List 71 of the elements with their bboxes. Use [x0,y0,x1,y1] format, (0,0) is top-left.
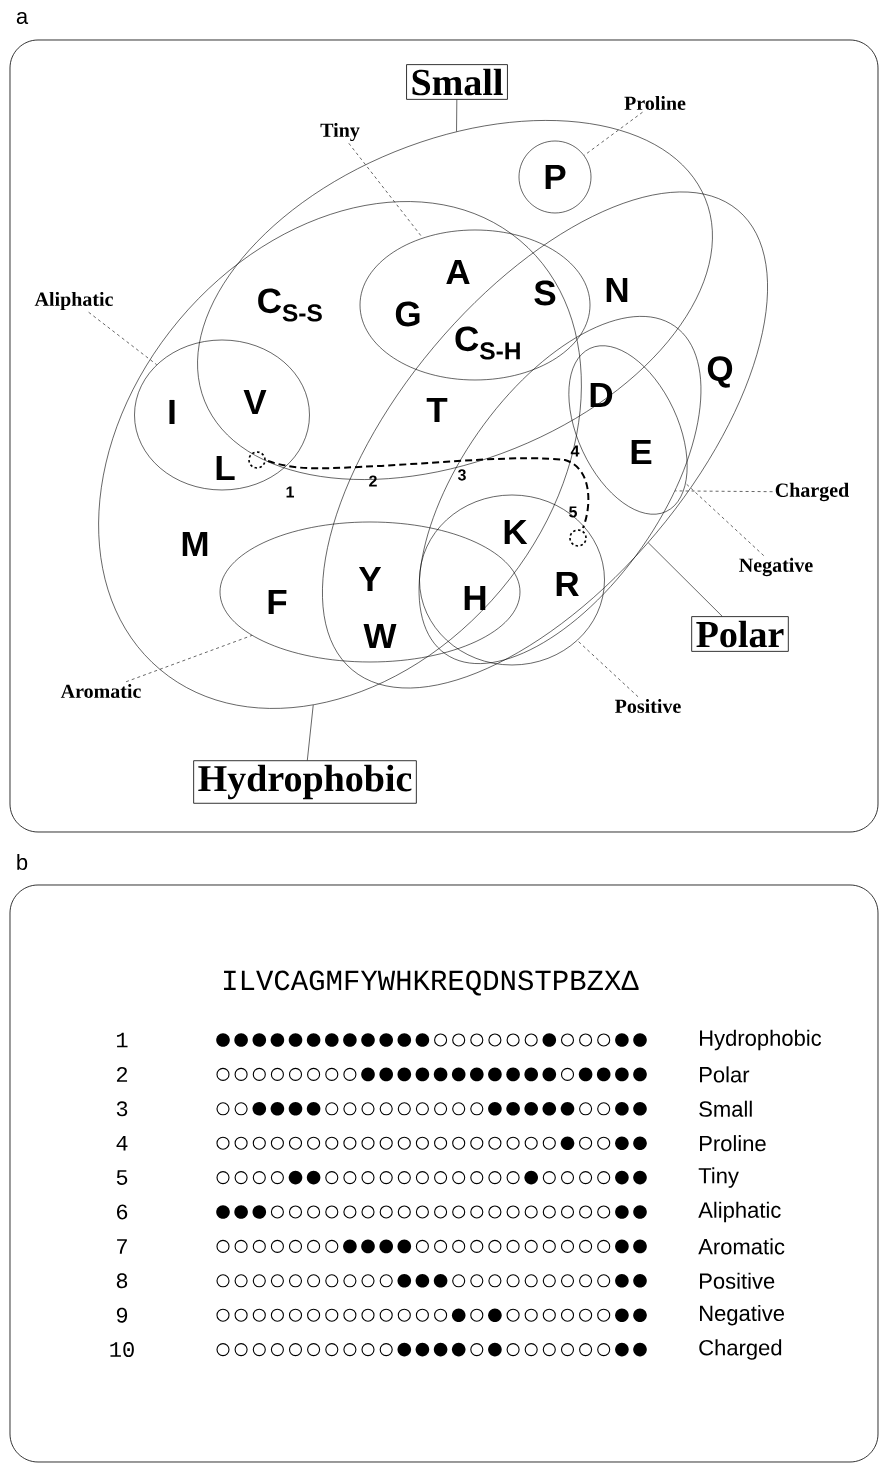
amino-acid-letter: V [243,389,267,415]
row-number: 2 [116,1067,128,1082]
amino-acid-sequence: ILVCAGMFYWHKREQDNSTPBZXΔ [224,970,639,996]
set-label: Negative [739,557,813,577]
row-number: 9 [116,1307,128,1323]
amino-acid-letter: C$_{S-S}$ [258,288,322,322]
step-number: 3 [457,469,466,481]
step-number: 4 [570,445,580,457]
set-label: Proline [624,95,686,110]
row-number: 5 [116,1170,128,1185]
leader-line [348,143,423,239]
amino-acid-letter: F [268,589,287,615]
set-label: Charged [775,482,849,502]
amino-acid-letter: T [426,397,448,423]
property-name: Charged [699,1339,782,1360]
leader-line [456,99,458,132]
amino-acid-letter: R [556,571,579,597]
set-label: Aromatic [60,683,141,698]
property-name: Positive [700,1272,775,1289]
step-number: 5 [569,506,577,518]
leader-line [307,704,314,761]
row-number: 8 [116,1273,128,1289]
set-label-box: Small [406,64,508,100]
leader-line [125,635,253,683]
set-label: Positive [615,698,681,713]
amino-acid-letter: K [504,519,528,545]
property-name: Aliphatic [698,1201,781,1223]
step-number: 2 [369,475,377,487]
set-ellipse [419,494,605,666]
property-name: Small [699,1100,752,1117]
set-label: Tiny [320,122,360,142]
panel-letter: a [16,11,29,24]
leader-line [674,490,773,492]
amino-acid-letter: A [446,259,470,285]
amino-acid-letter: H [464,585,486,611]
amino-acid-letter: G [395,301,420,327]
amino-acid-letter: P [545,164,566,190]
row-number: 7 [117,1239,127,1254]
amino-acid-letter: E [631,439,652,465]
amino-acid-letter: L [216,455,235,481]
amino-acid-letter: S [534,280,556,306]
row-number: 10 [110,1342,134,1358]
row-number: 3 [116,1101,128,1117]
panel-letter: b [17,853,28,871]
row-number: 4 [116,1135,128,1151]
amino-acid-letter: D [590,382,613,408]
property-name: Polar [700,1066,750,1083]
leader-line [88,311,157,365]
property-name: Hydrophobic [700,1029,822,1051]
step-number: 1 [286,486,294,498]
set-label-box: Hydrophobic [193,760,417,804]
row-number: 6 [117,1204,128,1220]
amino-acid-letter: N [606,277,628,303]
amino-acid-letter: W [363,623,397,649]
amino-acid-letter: I [169,399,175,425]
set-ellipse [359,229,591,381]
property-name: Tiny [698,1167,739,1188]
leader-line [648,542,723,617]
property-name: Aromatic [698,1238,785,1255]
set-label: Aliphatic [34,291,113,311]
leader-line [577,640,639,698]
property-name: Proline [700,1135,766,1152]
set-label-box: Polar [691,616,789,652]
amino-acid-letter: C$_{S-H}$ [455,326,520,360]
row-number: 1 [117,1032,128,1048]
leader-line [685,483,765,556]
set-circle [518,140,592,214]
amino-acid-letter: Y [358,566,382,592]
amino-acid-letter: M [182,531,208,557]
leader-line [583,111,643,156]
property-name: Negative [700,1304,785,1326]
